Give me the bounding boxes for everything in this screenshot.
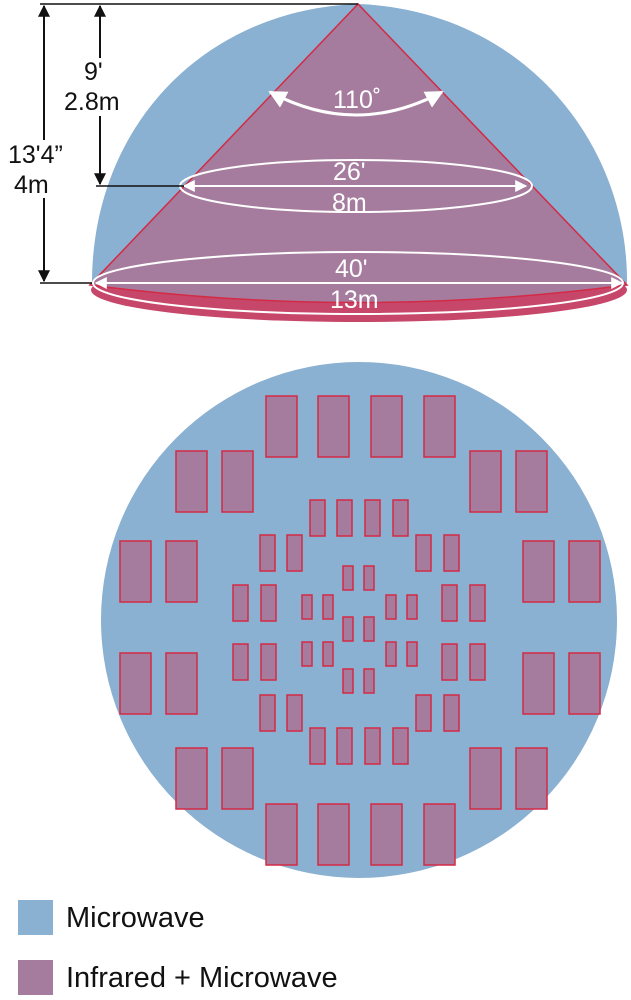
angle-label: 110˚ [333,86,381,114]
infrared-zone [221,747,254,810]
infrared-zone [119,652,152,715]
infrared-swatch [18,960,53,995]
infrared-zone [370,803,403,866]
infrared-zone [286,694,303,732]
infrared-zone [265,395,298,458]
inner-height-ft-label: 9' [84,58,103,86]
top-view [101,362,617,878]
infrared-zone [301,641,313,667]
infrared-zone [342,668,354,694]
infrared-zone [392,499,409,537]
outer-width-ft-label: 40' [335,255,368,283]
infrared-zone [259,694,276,732]
infrared-zone [423,803,456,866]
infrared-zone [364,727,381,765]
angle-arc [268,90,444,117]
infrared-zone [385,641,397,667]
outer-height-ft-label: 13'4” [8,141,63,169]
infrared-zone [317,395,350,458]
infrared-zone [392,727,409,765]
infrared-zone [370,395,403,458]
infrared-zone [415,534,432,572]
infrared-zone [441,643,458,681]
infrared-zone [286,534,303,572]
infrared-zone [260,643,277,681]
infrared-zone [568,540,601,603]
infrared-zone [259,534,276,572]
side-view: 13'4” 4m 9' 2.8m 110˚ 26' 8m 40' 13m [8,2,629,322]
infrared-zone [309,499,326,537]
inner-width-m-label: 8m [332,189,367,217]
infrared-zone [301,594,313,620]
infrared-zone [423,395,456,458]
inner-width-ft-label: 26' [333,158,366,186]
legend-item-infrared-microwave: Infrared + Microwave [18,958,618,998]
infrared-zone [363,565,375,591]
infrared-zone [265,803,298,866]
infrared-zone [522,652,555,715]
infrared-zone [385,594,397,620]
infrared-zone [232,584,249,622]
infrared-zones [119,395,601,866]
infrared-zone [522,540,555,603]
infrared-zone [469,643,486,681]
infrared-zone [322,641,334,667]
infrared-zone [443,534,460,572]
infrared-zone [469,584,486,622]
infrared-zone [175,450,208,513]
infrared-zone [364,499,381,537]
infrared-zone [317,803,350,866]
legend-label-infrared-microwave: Infrared + Microwave [66,962,338,994]
infrared-zone [342,565,354,591]
infrared-zone [322,594,334,620]
infrared-zone [515,747,548,810]
infrared-zone [515,450,548,513]
infrared-zone [165,652,198,715]
legend-label-microwave: Microwave [66,902,205,934]
infrared-zone [443,694,460,732]
infrared-zone [406,641,418,667]
infrared-zone [260,584,277,622]
outer-height-m-label: 4m [14,171,49,199]
infrared-zone [175,747,208,810]
infrared-zone [165,540,198,603]
infrared-zone [336,727,353,765]
infrared-zone [406,594,418,620]
infrared-zone [469,450,502,513]
infrared-zone [221,450,254,513]
infrared-zone [119,540,152,603]
infrared-zone [336,499,353,537]
microwave-swatch [18,900,53,935]
infrared-zone [568,652,601,715]
infrared-zone [363,668,375,694]
infrared-zone [342,616,354,642]
inner-height-m-label: 2.8m [64,88,120,116]
outer-width-m-label: 13m [330,286,379,314]
infrared-zone [363,616,375,642]
infrared-zone [469,747,502,810]
infrared-zone [232,643,249,681]
legend-item-microwave: Microwave [18,898,618,938]
infrared-zone [309,727,326,765]
infrared-zone [415,694,432,732]
infrared-zone [441,584,458,622]
infrared-cone [88,2,629,304]
